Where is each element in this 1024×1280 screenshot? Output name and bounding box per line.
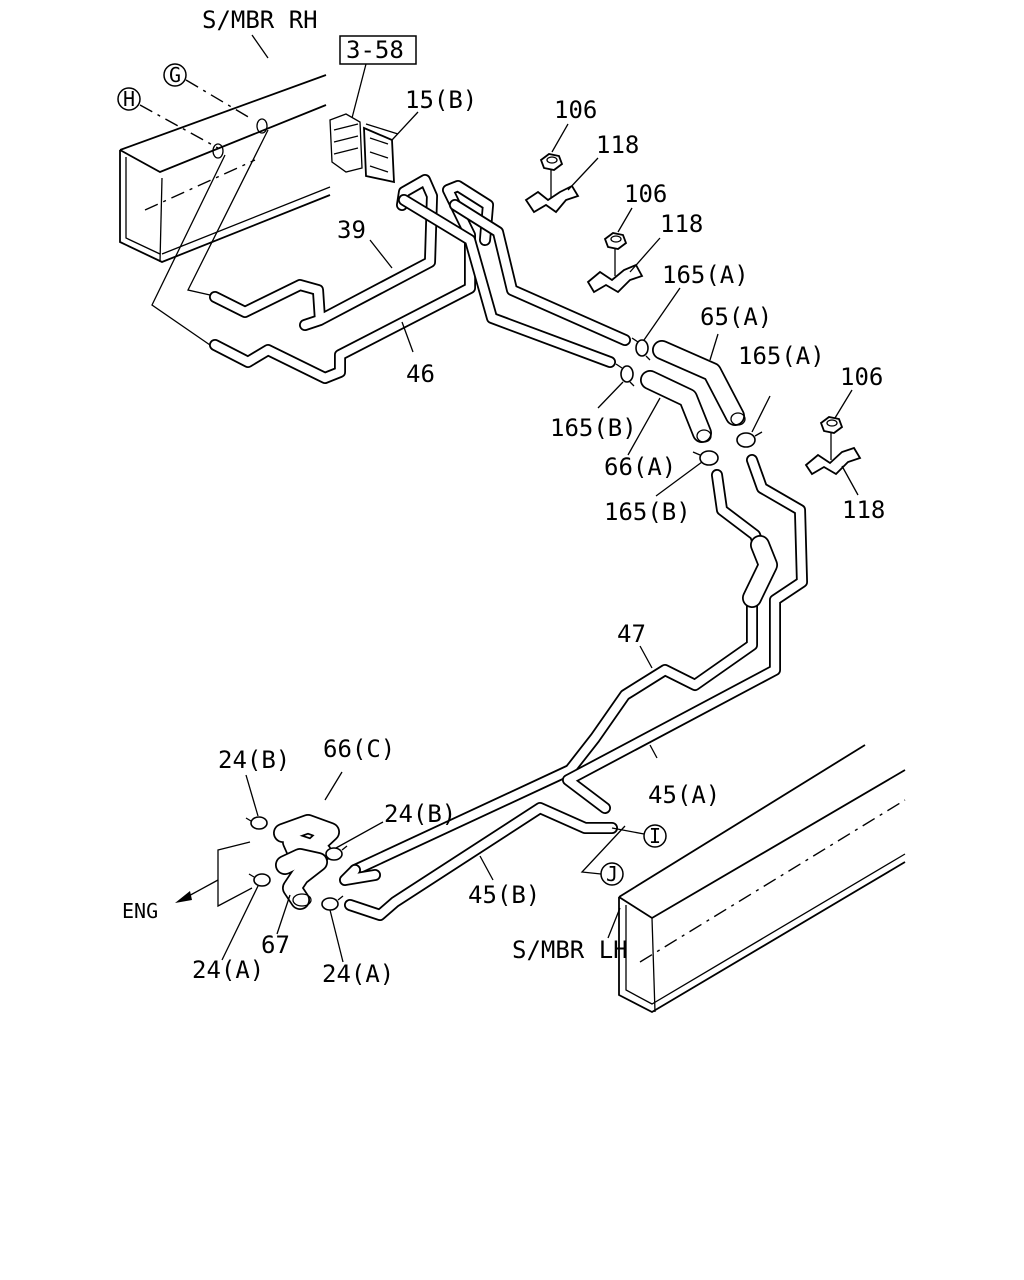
clip-118-b	[586, 263, 644, 294]
part-67-label: 67	[261, 931, 290, 959]
hose-65a	[652, 340, 746, 426]
clamp-24b-1	[245, 816, 268, 830]
part-106-label-c: 106	[840, 363, 883, 391]
ref-h-label: H	[123, 87, 135, 111]
side-member-rh	[119, 74, 331, 263]
clamp-24a-2	[321, 895, 344, 911]
hose-66c	[273, 814, 340, 870]
side-member-lh	[618, 744, 906, 1014]
part-106-label-a: 106	[554, 96, 597, 124]
hose-67	[275, 848, 328, 910]
part-118-label-c: 118	[842, 496, 885, 524]
part-24b-label-1: 24(B)	[218, 746, 290, 774]
engine-direction-label: ENG	[122, 899, 158, 923]
part-106-label-b: 106	[624, 180, 667, 208]
reference-box-3-58: 3-58	[339, 35, 417, 119]
part-45b-label: 45(B)	[468, 881, 540, 909]
part-46-label: 46	[406, 360, 435, 388]
pipe-47	[349, 469, 771, 876]
ref-j-label: J	[606, 862, 618, 886]
pipe-46	[209, 180, 494, 384]
clamp-24a-1	[248, 873, 271, 887]
part-66c-label: 66(C)	[323, 735, 395, 763]
side-member-lh-label: S/MBR LH	[512, 936, 628, 964]
part-66a-label: 66(A)	[604, 453, 676, 481]
part-47-label: 47	[617, 620, 646, 648]
clip-118-c	[804, 446, 862, 476]
ref-j-marker: J	[580, 825, 626, 886]
clamp-165b-1	[615, 363, 635, 387]
hose-66a	[640, 370, 712, 443]
clamp-165a-2	[736, 431, 763, 448]
part-165b-label-1: 165(B)	[550, 414, 637, 442]
nut-106-a	[539, 153, 564, 198]
part-45a-label: 45(A)	[648, 781, 720, 809]
part-165a-label-1: 165(A)	[662, 261, 749, 289]
clamp-165a-1	[631, 337, 651, 361]
clamp-24b-2	[325, 845, 348, 861]
pipe-45a	[339, 454, 808, 886]
part-118-label-a: 118	[596, 131, 639, 159]
part-165a-label-2: 165(A)	[738, 342, 825, 370]
ref-i-marker: I	[611, 824, 667, 848]
engine-direction-arrow: ENG	[122, 841, 253, 923]
part-165b-label-2: 165(B)	[604, 498, 691, 526]
pipe-47-sleeve	[742, 535, 778, 608]
nut-106-c	[819, 416, 844, 460]
pipe-upper-branch-a	[398, 194, 616, 368]
ref-i-label: I	[649, 824, 661, 848]
clip-15b	[329, 113, 399, 184]
nut-106-b	[603, 232, 628, 276]
pipe-45b	[344, 802, 618, 921]
ref-g-marker: G	[163, 63, 251, 119]
part-118-label-b: 118	[660, 210, 703, 238]
part-15b-label: 15(B)	[405, 86, 477, 114]
ref-h-marker: H	[117, 87, 219, 149]
ref-g-label: G	[169, 63, 181, 87]
clip-118-a	[524, 184, 580, 214]
part-24a-label-1: 24(A)	[192, 956, 264, 984]
part-24b-label-2: 24(B)	[384, 800, 456, 828]
part-24a-label-2: 24(A)	[322, 960, 394, 988]
reference-box-label: 3-58	[346, 36, 404, 64]
side-member-rh-label: S/MBR RH	[202, 6, 318, 34]
pipe-upper-branch-b	[449, 199, 631, 346]
clamp-165b-2	[692, 450, 719, 466]
part-39-label: 39	[337, 216, 366, 244]
part-65a-label: 65(A)	[700, 303, 772, 331]
